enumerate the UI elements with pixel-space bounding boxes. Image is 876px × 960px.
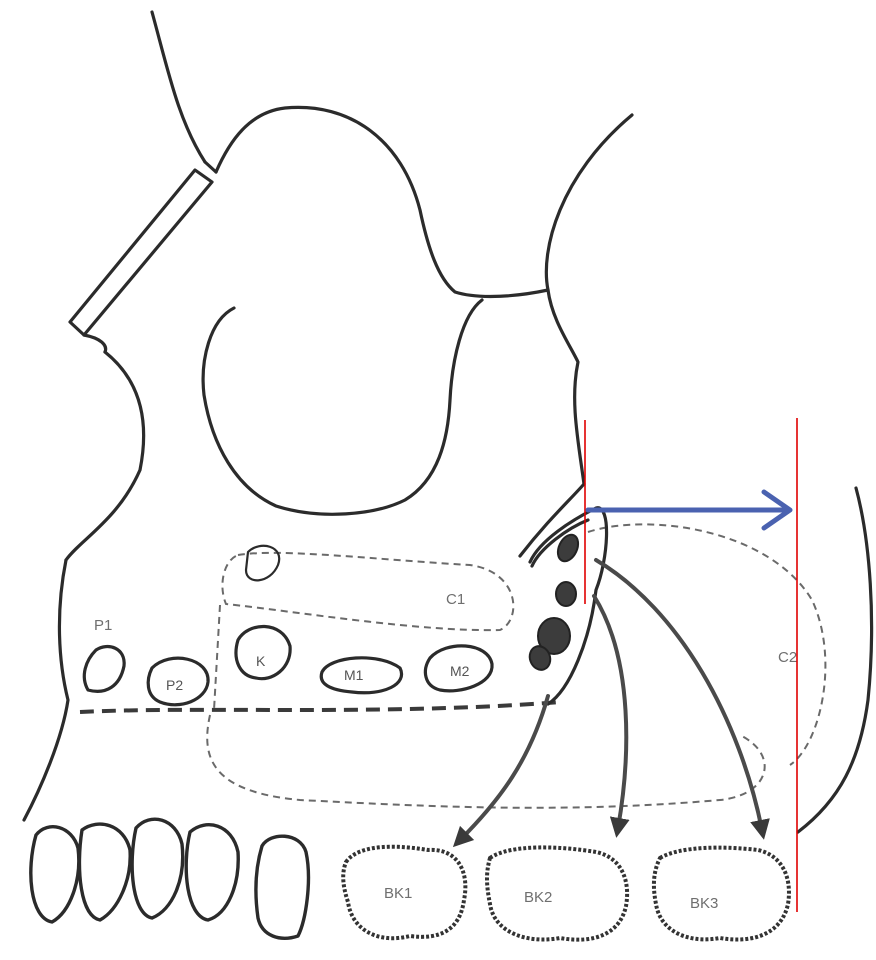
dark-buds [526,508,606,704]
label-p2: P2 [166,677,183,693]
upper-germs [84,546,492,705]
skull-outline [24,12,632,820]
germ-region-c1 [222,553,513,630]
label-m1: M1 [344,667,364,683]
measurement-arrow [588,492,790,528]
label-bk2: BK2 [524,889,552,906]
label-k: K [256,653,266,669]
label-c1: C1 [446,591,465,608]
label-c2: C2 [778,649,797,666]
germ-region-c2 [588,524,825,765]
label-bk1: BK1 [384,885,412,902]
label-bk3: BK3 [690,895,718,912]
erupted-teeth [31,819,309,938]
label-p1: P1 [94,617,112,634]
alveolar-line [80,702,560,712]
label-m2: M2 [450,663,470,679]
migration-arrows [460,560,762,840]
jaw-contour [798,488,872,832]
